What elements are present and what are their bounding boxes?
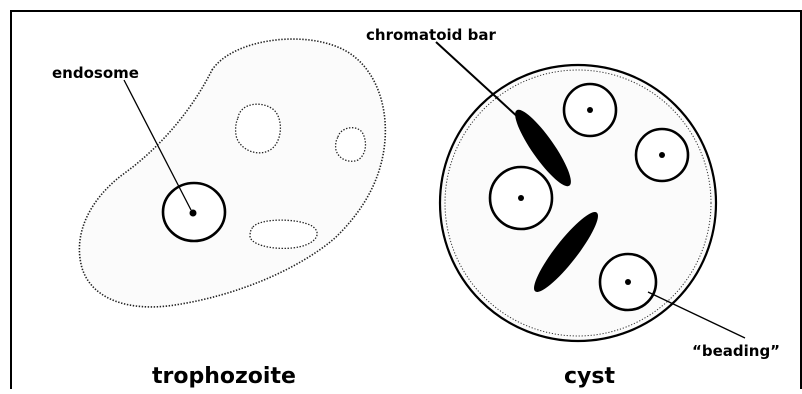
beading-label: “beading” (692, 342, 780, 360)
beading-leader-line (648, 292, 745, 338)
cyst-nucleus (490, 167, 552, 229)
cyst-title: cyst (564, 364, 615, 389)
trophozoite-title: trophozoite (152, 364, 296, 389)
chromatoid-bar-label: chromatoid bar (366, 26, 496, 44)
cyst-nucleus (564, 84, 616, 136)
endosome-label: endosome (52, 64, 139, 82)
cyst-nucleus (636, 129, 688, 181)
cyst-nucleus (600, 254, 656, 310)
vacuole (250, 220, 317, 248)
vacuole (236, 104, 281, 153)
cyst-figure (436, 42, 745, 341)
endosome-dot (190, 210, 197, 217)
